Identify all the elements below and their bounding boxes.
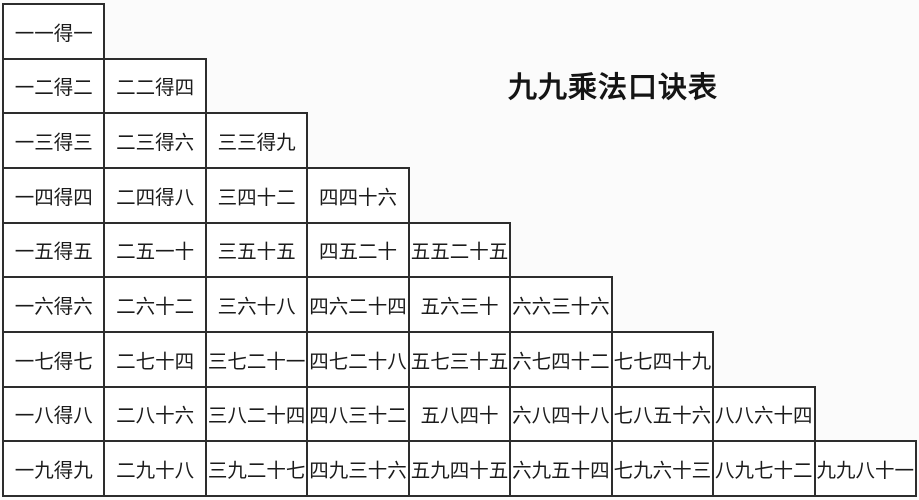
table-cell: 二二得四 [103,57,207,115]
empty-region [510,168,611,223]
table-cell: 二六十二 [103,276,207,333]
table-cell: 五八四十 [407,385,512,443]
table-cell: 四九三十六 [306,440,410,497]
table-row: 一二得二二二得四 [1,57,917,115]
empty-region [713,59,814,114]
table-cell: 五七三十五 [407,330,512,388]
table-cell: 三五十五 [204,221,309,279]
table-cell: 五五二十五 [407,221,512,279]
empty-region [409,113,510,168]
table-row: 一一得一 [1,3,917,60]
table-cell: 三九二十七 [204,440,309,497]
table-cell: 三四十二 [204,166,309,224]
empty-region [612,168,713,223]
empty-region [612,277,713,332]
table-cell: 一八得八 [1,385,106,443]
empty-region [409,168,510,223]
empty-region [612,113,713,168]
empty-region [612,4,713,59]
table-cell: 七九六十三 [610,440,715,497]
table-row: 一九得九二九十八三九二十七四九三十六五九四十五六九五十四七九六十三八九七十二九九… [1,440,917,497]
empty-region [815,332,917,387]
empty-region [815,4,917,59]
table-cell: 五六三十 [407,276,512,333]
empty-region [510,4,611,59]
table-cell: 一五得五 [1,221,106,279]
table-row: 一五得五二五一十三五十五四五二十五五二十五 [1,221,917,279]
multiplication-table: 一一得一一二得二二二得四一三得三二三得六三三得九一四得四二四得八三四十二四四十六… [1,3,917,497]
empty-region [815,59,917,114]
table-cell: 一六得六 [1,276,106,333]
page-title: 九九乘法口诀表 [508,70,719,104]
table-cell: 一三得三 [1,112,106,169]
table-cell: 一九得九 [1,440,106,497]
table-cell: 二五一十 [103,221,207,279]
empty-region [612,59,713,114]
table-cell: 一一得一 [1,3,106,60]
table-cell: 一二得二 [1,57,106,115]
table-row: 一七得七二七十四三七二十一四七二十八五七三十五六七四十二七七四十九 [1,330,917,388]
table-cell: 三八二十四 [204,385,309,443]
table-cell: 六六三十六 [509,276,613,333]
empty-region [815,168,917,223]
empty-region [815,223,917,278]
table-cell: 六七四十二 [509,330,613,388]
table-row: 一八得八二八十六三八二十四四八三十二五八四十六八四十八七八五十六八八六十四 [1,385,917,443]
empty-region [206,4,307,59]
table-cell: 六九五十四 [509,440,613,497]
empty-region [409,59,510,114]
empty-region [815,277,917,332]
empty-region [409,4,510,59]
table-cell: 四六二十四 [306,276,410,333]
empty-region [713,332,814,387]
empty-region [510,113,611,168]
table-cell: 七八五十六 [610,385,715,443]
table-cell: 九九八十一 [813,440,917,497]
empty-region [612,223,713,278]
empty-region [307,113,408,168]
table-cell: 五九四十五 [407,440,512,497]
empty-region [104,4,205,59]
table-cell: 一四得四 [1,166,106,224]
empty-region [307,4,408,59]
table-cell: 六八四十八 [509,385,613,443]
table-cell: 二八十六 [103,385,207,443]
empty-region [510,59,611,114]
table-cell: 四八三十二 [306,385,410,443]
empty-region [307,59,408,114]
table-cell: 二七十四 [103,330,207,388]
empty-region [206,59,307,114]
table-cell: 三七二十一 [204,330,309,388]
table-cell: 四四十六 [306,166,410,224]
table-cell: 一七得七 [1,330,106,388]
table-row: 一四得四二四得八三四十二四四十六 [1,166,917,224]
table-cell: 三三得九 [204,112,309,169]
empty-region [713,4,814,59]
table-row: 一三得三二三得六三三得九 [1,112,917,169]
table-cell: 二九十八 [103,440,207,497]
empty-region [510,223,611,278]
table-cell: 四七二十八 [306,330,410,388]
empty-region [713,113,814,168]
table-cell: 八九七十二 [712,440,816,497]
empty-region [815,113,917,168]
table-cell: 八八六十四 [712,385,816,443]
table-row: 一六得六二六十二三六十八四六二十四五六三十六六三十六 [1,276,917,333]
table-cell: 四五二十 [306,221,410,279]
empty-region [713,168,814,223]
empty-region [713,277,814,332]
table-cell: 三六十八 [204,276,309,333]
table-cell: 二三得六 [103,112,207,169]
table-cell: 二四得八 [103,166,207,224]
table-cell: 七七四十九 [610,330,715,388]
empty-region [815,387,917,442]
empty-region [713,223,814,278]
